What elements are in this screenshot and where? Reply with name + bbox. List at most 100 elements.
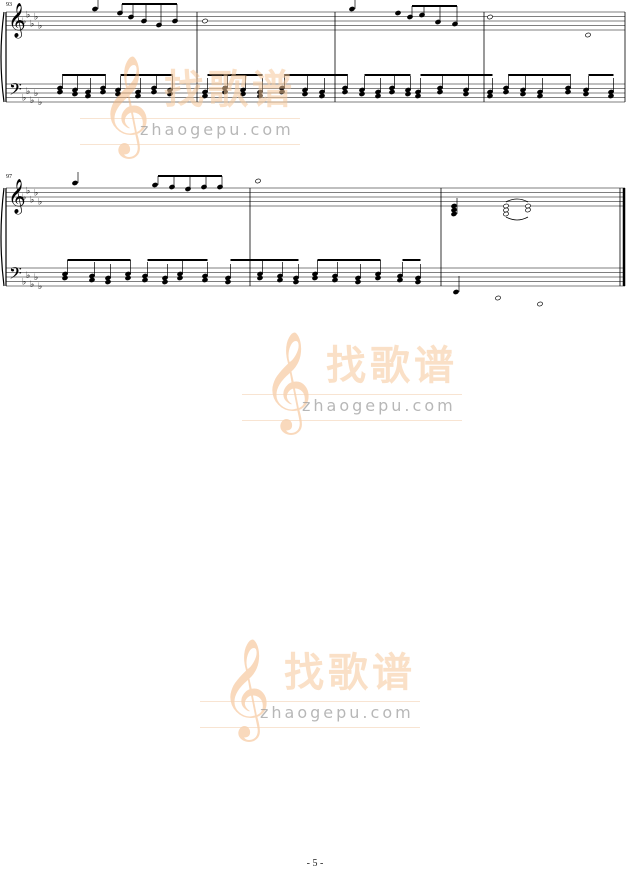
notehead — [565, 89, 571, 95]
notehead — [332, 277, 338, 283]
notehead — [537, 301, 543, 307]
notehead — [202, 277, 208, 283]
notehead — [293, 279, 299, 285]
flat-icon: ♭ — [22, 278, 26, 288]
notehead — [495, 295, 501, 301]
notehead — [435, 19, 441, 25]
notehead — [407, 14, 413, 20]
watermark-url: zhaogepu.com — [260, 703, 414, 722]
treble-clef-icon: 𝄞 — [8, 179, 26, 215]
watermark-clef-icon: 𝄞 — [220, 638, 271, 738]
notehead — [503, 89, 509, 95]
bass-clef-icon: 𝄢 — [9, 79, 22, 103]
brace — [0, 11, 5, 103]
measure-number-93: 93 — [6, 2, 12, 8]
flat-icon: ♭ — [22, 94, 26, 104]
notehead — [355, 279, 361, 285]
notehead — [255, 178, 261, 184]
notehead — [319, 93, 325, 99]
notehead — [152, 182, 158, 188]
flat-icon: ♭ — [26, 271, 30, 281]
watermark-logo: 找歌谱 — [284, 650, 416, 696]
notehead — [312, 275, 318, 281]
notehead — [349, 6, 355, 12]
notehead — [72, 91, 78, 97]
notehead — [217, 184, 223, 190]
notehead — [162, 279, 168, 285]
watermark: 𝄞 找歌谱 zhaogepu.com — [80, 62, 300, 162]
notehead — [125, 275, 131, 281]
notehead — [105, 279, 111, 285]
notehead — [172, 18, 178, 24]
notehead — [177, 275, 183, 281]
notehead — [395, 10, 401, 16]
notehead — [72, 180, 78, 186]
notehead — [451, 211, 457, 217]
notehead — [397, 277, 403, 283]
flat-icon: ♭ — [30, 19, 34, 29]
notehead — [419, 12, 425, 18]
flat-icon: ♭ — [26, 87, 30, 97]
bass-clef-icon: 𝄢 — [9, 263, 22, 287]
notehead — [222, 89, 228, 95]
watermark-clef-icon: 𝄞 — [262, 331, 313, 431]
notehead — [503, 211, 509, 217]
notehead — [142, 277, 148, 283]
watermark-url: zhaogepu.com — [140, 120, 294, 139]
notehead — [585, 32, 591, 38]
notehead — [240, 91, 246, 97]
notehead — [277, 277, 283, 283]
flat-icon: ♭ — [34, 273, 38, 283]
notehead — [85, 93, 91, 99]
notehead — [520, 91, 526, 97]
flat-icon: ♭ — [34, 189, 38, 199]
page-number: - 5 - — [306, 858, 324, 869]
flat-icon: ♭ — [30, 195, 34, 205]
score-systems: 𝄞𝄢♭♭♭♭♭♭♭♭♭♭𝄞𝄢♭♭♭♭♭♭♭♭♭♭ — [0, 0, 626, 307]
notehead — [57, 89, 63, 95]
notehead — [463, 91, 469, 97]
watermark-logo: 找歌谱 — [164, 67, 296, 113]
notehead — [453, 289, 459, 295]
notehead — [202, 18, 208, 24]
notehead — [135, 93, 141, 99]
treble-clef-icon: 𝄞 — [8, 3, 26, 39]
notehead — [257, 93, 263, 99]
notehead — [302, 91, 308, 97]
flat-icon: ♭ — [34, 13, 38, 23]
watermark: 𝄞 找歌谱 zhaogepu.com — [242, 338, 462, 438]
watermark-clef-icon: 𝄞 — [100, 55, 151, 155]
notehead — [141, 18, 147, 24]
notehead — [342, 89, 348, 95]
notehead — [151, 89, 157, 95]
notehead — [375, 275, 381, 281]
notehead — [169, 184, 175, 190]
flat-icon: ♭ — [26, 186, 30, 196]
notehead — [537, 93, 543, 99]
notehead — [608, 93, 614, 99]
notehead — [279, 89, 285, 95]
watermark-url: zhaogepu.com — [302, 396, 456, 415]
flat-icon: ♭ — [34, 89, 38, 99]
measure-number-97: 97 — [6, 174, 12, 180]
flat-icon: ♭ — [26, 10, 30, 20]
notehead — [225, 279, 231, 285]
flat-icon: ♭ — [22, 193, 26, 203]
tie — [505, 198, 529, 203]
notehead — [487, 14, 493, 20]
notehead — [167, 91, 173, 97]
notehead — [415, 93, 421, 99]
notehead — [375, 93, 381, 99]
notehead — [92, 6, 98, 12]
notehead — [117, 10, 123, 16]
notehead — [525, 207, 531, 213]
tie — [505, 216, 529, 221]
notehead — [583, 91, 589, 97]
notehead — [128, 14, 134, 20]
notehead — [156, 22, 162, 28]
notehead — [437, 89, 443, 95]
notehead — [487, 93, 493, 99]
notehead — [100, 89, 106, 95]
notehead — [202, 93, 208, 99]
